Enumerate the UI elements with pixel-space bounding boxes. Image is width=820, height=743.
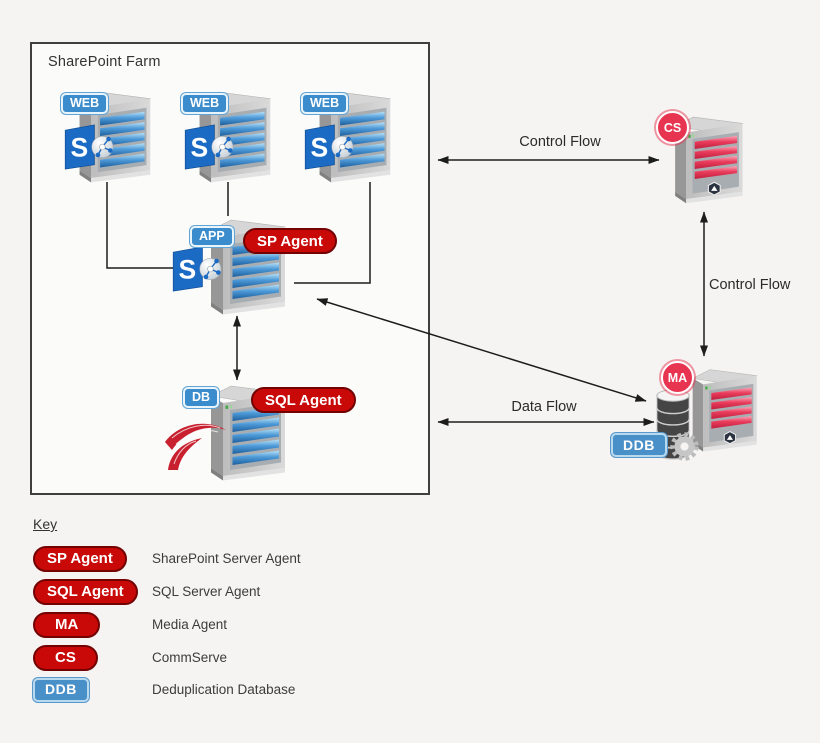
key-row-commserve: CS CommServe: [33, 644, 227, 671]
ddb-badge: DDB: [611, 433, 667, 457]
connector-web1-app: [106, 182, 183, 269]
web-badge: WEB: [181, 93, 229, 114]
sharepoint-logo-icon: [182, 124, 238, 170]
db-badge: DB: [183, 387, 220, 408]
key-row-ddb: DDB Deduplication Database: [33, 676, 295, 703]
data-flow-label: Data Flow: [511, 399, 577, 415]
key-row-sql-agent: SQL Agent SQL Server Agent: [33, 578, 260, 605]
sp-agent-pill: SP Agent: [243, 228, 337, 254]
sharepoint-logo-icon: [62, 124, 118, 170]
key-label: Media Agent: [152, 617, 228, 632]
control-flow-label-top: Control Flow: [519, 134, 601, 150]
control-flow-label-right: Control Flow: [709, 277, 791, 293]
farm-title: SharePoint Farm: [48, 54, 161, 70]
key-label: CommServe: [152, 650, 228, 665]
key-cs-pill: CS: [33, 644, 98, 671]
web-badge: WEB: [61, 93, 109, 114]
key-row-sp-agent: SP Agent SharePoint Server Agent: [33, 545, 301, 572]
key-row-media-agent: MA Media Agent: [33, 611, 227, 638]
ma-badge: MA: [661, 361, 694, 394]
gear-icon: [668, 430, 701, 463]
key-label: Deduplication Database: [152, 682, 296, 697]
sql-server-logo-icon: [162, 412, 234, 474]
key-ddb-badge: DDB: [33, 677, 89, 702]
key-label: SQL Server Agent: [152, 584, 261, 599]
sharepoint-logo-icon: [302, 124, 358, 170]
sharepoint-logo-icon: [170, 246, 226, 292]
key-sql-agent-pill: SQL Agent: [33, 578, 138, 605]
app-badge: APP: [190, 226, 234, 247]
key-title: Key: [33, 516, 58, 532]
arrow-app-ma-diagonal: [316, 298, 647, 402]
web-badge: WEB: [301, 93, 349, 114]
sql-agent-pill: SQL Agent: [251, 387, 356, 413]
connector-web3-app: [294, 182, 371, 284]
key-label: SharePoint Server Agent: [152, 551, 301, 566]
cs-badge: CS: [656, 111, 689, 144]
key-sp-agent-pill: SP Agent: [33, 545, 127, 572]
key-ma-pill: MA: [33, 611, 101, 638]
